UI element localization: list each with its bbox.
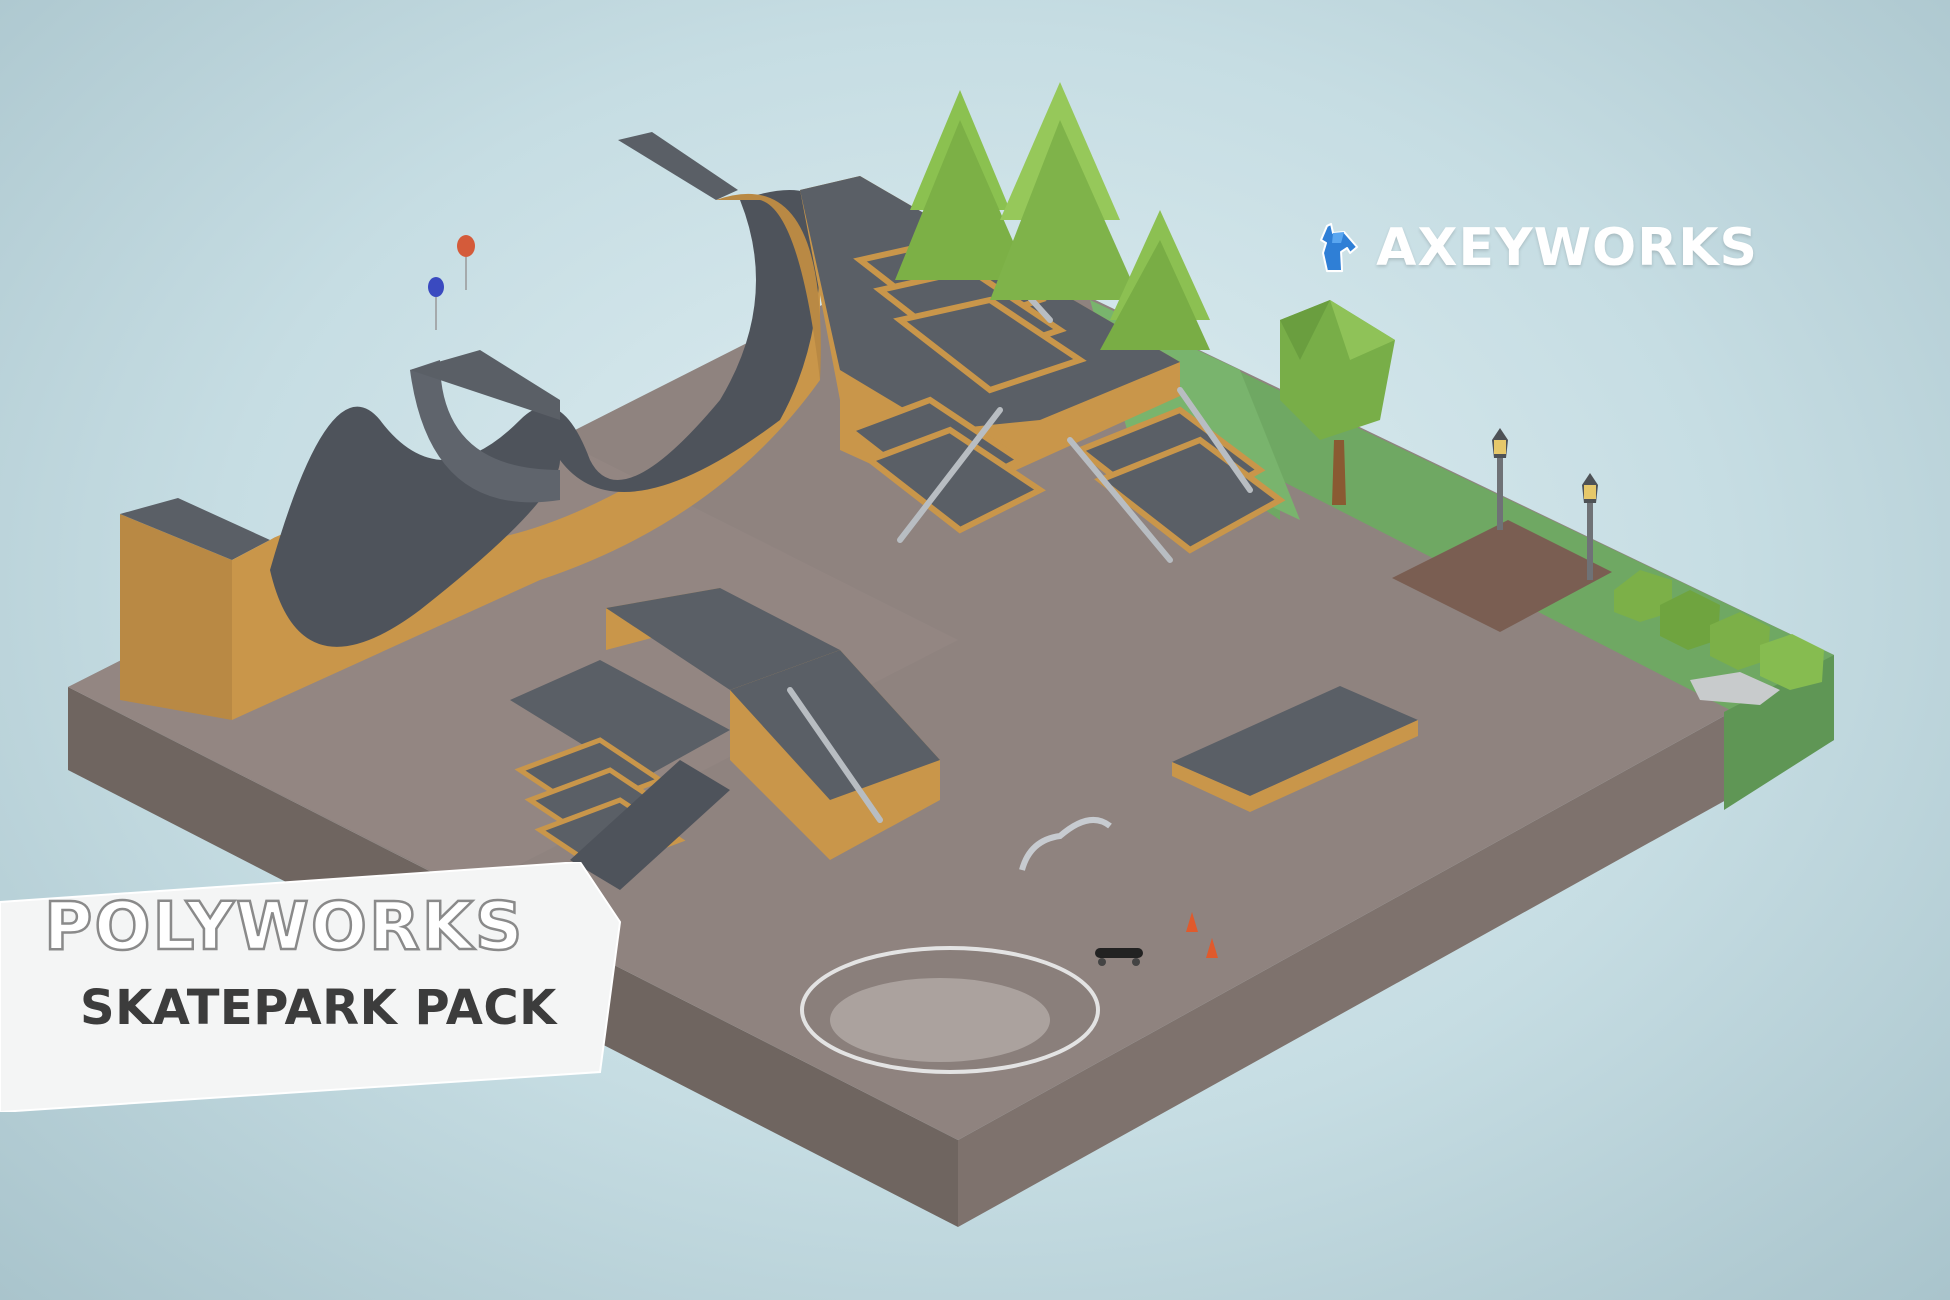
axeyworks-logo: AXEYWORKS (1318, 198, 1758, 298)
grass-front-side (1724, 655, 1834, 810)
stair-steps (843, 236, 1286, 554)
brand-name: AXEYWORKS (1376, 218, 1758, 278)
stairs-platform (800, 176, 1286, 563)
concrete-shade (68, 440, 958, 890)
platform-front-side (958, 655, 1834, 1227)
grind-box (1172, 686, 1418, 812)
funbox-ramp (510, 588, 940, 890)
pine-trees (895, 82, 1210, 350)
banner-title: POLYWORKS (43, 887, 525, 967)
bushes (1614, 570, 1824, 705)
halfpipe (120, 132, 821, 720)
lamp-posts (1492, 428, 1598, 580)
traffic-cone (1206, 938, 1218, 958)
traffic-cone (1186, 912, 1198, 932)
title-banner (0, 862, 630, 1112)
curved-rail (1019, 816, 1112, 871)
skate-bowl (800, 946, 1100, 1074)
banner-subtitle: SKATEPARK PACK (80, 980, 557, 1036)
dirt-path (1392, 520, 1612, 632)
balloons (428, 235, 475, 330)
horse-head-icon (1320, 222, 1359, 273)
leafy-tree (1280, 300, 1395, 505)
skateboard (1095, 948, 1143, 966)
